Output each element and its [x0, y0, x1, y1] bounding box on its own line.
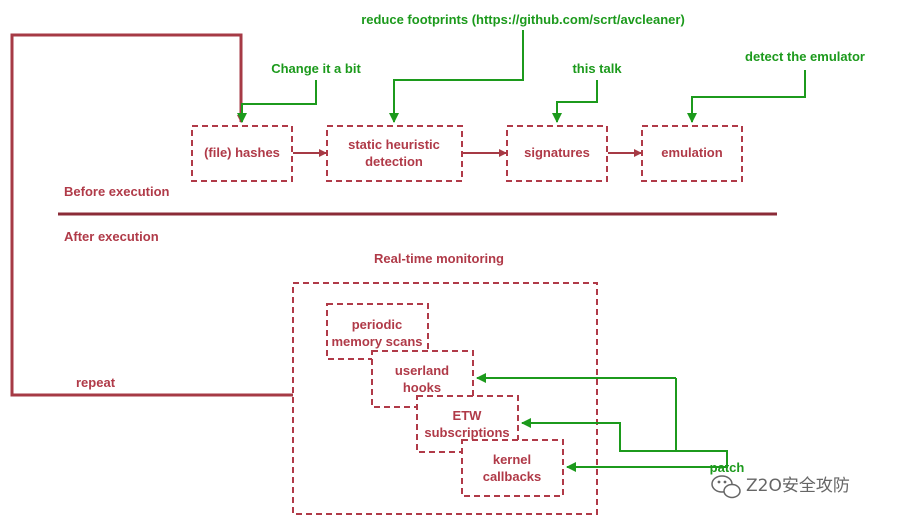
arrow-thistalk-to-signatures	[552, 80, 598, 123]
etw-label-line1: ETW	[453, 408, 483, 423]
static-heuristic-label-line1: static heuristic	[348, 137, 440, 152]
periodic-label-line2: memory scans	[331, 334, 422, 349]
wechat-icon	[711, 475, 741, 499]
change-annotation: Change it a bit	[271, 61, 361, 76]
arrow-footprints-to-static	[389, 30, 524, 123]
arrow-change-to-hashes	[237, 80, 317, 123]
this-talk-annotation: this talk	[572, 61, 622, 76]
etw-label-line2: subscriptions	[424, 425, 509, 440]
watermark-text: Z2O安全攻防	[746, 476, 850, 496]
detect-emulator-annotation: detect the emulator	[745, 49, 865, 64]
realtime-monitoring-title: Real-time monitoring	[374, 251, 504, 266]
arrow-emulator-to-emulation	[687, 70, 806, 123]
patch-bracket-line	[675, 378, 728, 465]
before-execution-label: Before execution	[64, 184, 170, 199]
userland-label-line2: hooks	[403, 380, 441, 395]
static-heuristic-label-line2: detection	[365, 154, 423, 169]
userland-label-line1: userland	[395, 363, 449, 378]
kernel-label-line1: kernel	[493, 452, 531, 467]
repeat-loop-line	[10, 33, 293, 397]
periodic-memory-scans-box	[326, 303, 429, 360]
signatures-label: signatures	[524, 145, 590, 160]
patch-annotation: patch	[710, 460, 745, 475]
kernel-callbacks-box	[461, 439, 564, 497]
arrow-patch-to-kernel	[566, 462, 728, 472]
periodic-label-line1: periodic	[352, 317, 403, 332]
emulation-box	[641, 125, 743, 182]
static-heuristic-box	[326, 125, 463, 182]
realtime-monitoring-box	[292, 282, 598, 515]
signatures-box	[506, 125, 608, 182]
repeat-label: repeat	[76, 375, 116, 390]
footprints-annotation: reduce footprints (https://github.com/sc…	[361, 12, 685, 27]
after-execution-label: After execution	[64, 229, 159, 244]
arrow-patch-to-etw	[521, 418, 676, 452]
kernel-label-line2: callbacks	[483, 469, 542, 484]
hashes-label: (file) hashes	[204, 145, 280, 160]
hashes-box	[191, 125, 293, 182]
emulation-label: emulation	[661, 145, 722, 160]
